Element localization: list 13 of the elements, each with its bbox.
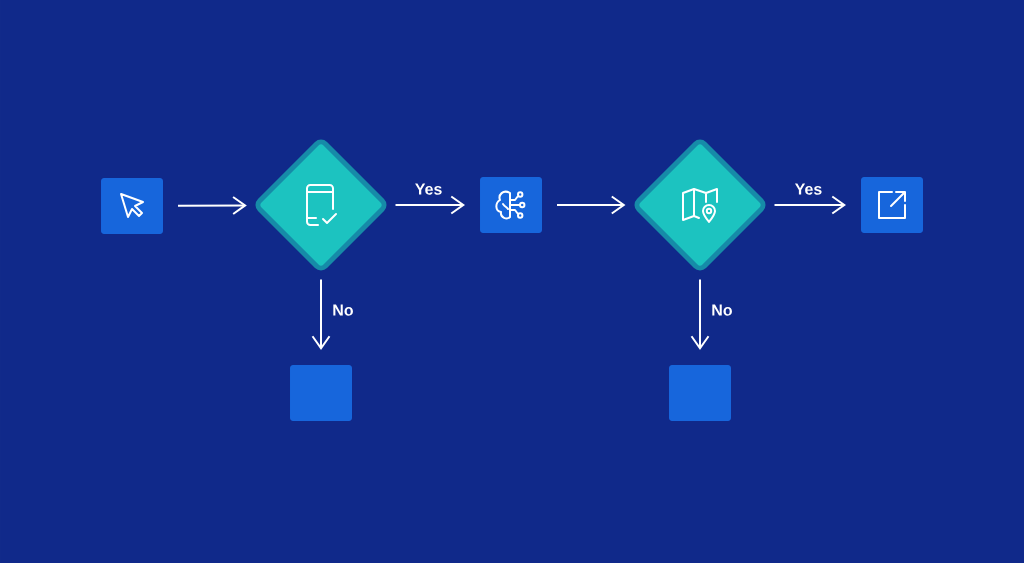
- process-box: [861, 177, 923, 233]
- arrow: [177, 195, 247, 215]
- process-box: [290, 365, 352, 421]
- decision-diamond: [634, 139, 766, 271]
- arrow: [556, 195, 626, 215]
- process-box: [480, 177, 542, 233]
- process-box: [669, 365, 731, 421]
- arrow: [690, 278, 710, 350]
- arrow: [394, 195, 465, 215]
- arrow: [773, 195, 846, 215]
- process-box: [101, 178, 163, 234]
- arrow: [311, 278, 331, 350]
- decision-diamond: [255, 139, 387, 271]
